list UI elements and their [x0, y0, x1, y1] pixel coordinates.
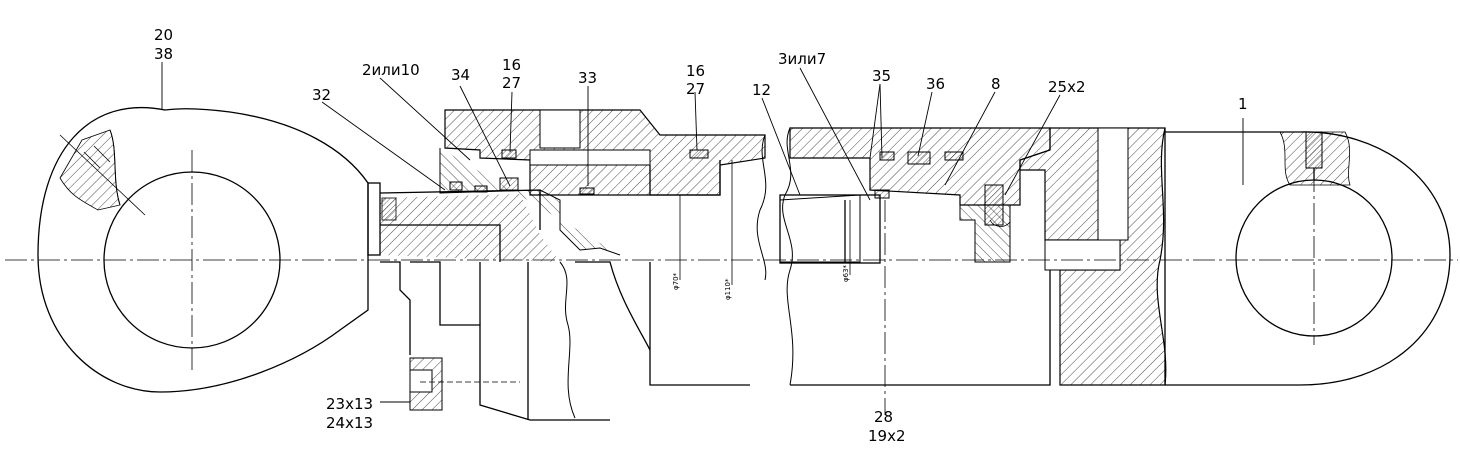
callout-27-a: 27 [502, 74, 521, 92]
dim-phi110: φ110* [724, 278, 732, 300]
callout-27-b: 27 [686, 80, 705, 98]
callout-12: 12 [752, 81, 771, 99]
callout-28: 28 [874, 408, 893, 426]
callout-2ili10: 2или10 [362, 61, 420, 79]
callout-25x2: 25x2 [1048, 78, 1086, 96]
callout-16-a: 16 [502, 56, 521, 74]
dim-phi63: φ63* [842, 264, 850, 282]
rod-eye-right [1165, 131, 1451, 386]
piston-rod [367, 182, 651, 421]
dimension-lines: φ70* φ110* φ63* [672, 160, 851, 300]
bolt-23x13 [409, 357, 520, 411]
callout-36: 36 [926, 75, 945, 93]
center-lines [5, 150, 1458, 415]
callout-33: 33 [578, 69, 597, 87]
callout-24x13: 24x13 [326, 414, 373, 432]
callout-3ili7: 3или7 [778, 50, 826, 68]
callout-19x2: 19x2 [868, 427, 906, 445]
rod-eye-left [37, 106, 369, 393]
callout-labels: 20 38 2или10 32 34 16 27 33 16 27 3или7 … [154, 26, 1248, 445]
dim-phi70: φ70* [672, 272, 680, 290]
callout-35: 35 [872, 67, 891, 85]
callout-20: 20 [154, 26, 173, 44]
callout-23x13: 23x13 [326, 395, 373, 413]
piston [779, 184, 1011, 264]
rear-cap [1019, 127, 1167, 386]
callout-32: 32 [312, 86, 331, 104]
callout-1: 1 [1238, 95, 1248, 113]
callout-38: 38 [154, 45, 173, 63]
callout-8: 8 [991, 75, 1001, 93]
gland-head [439, 109, 766, 256]
callout-34: 34 [451, 66, 470, 84]
leader-lines [161, 62, 1244, 403]
callout-16-b: 16 [686, 62, 705, 80]
